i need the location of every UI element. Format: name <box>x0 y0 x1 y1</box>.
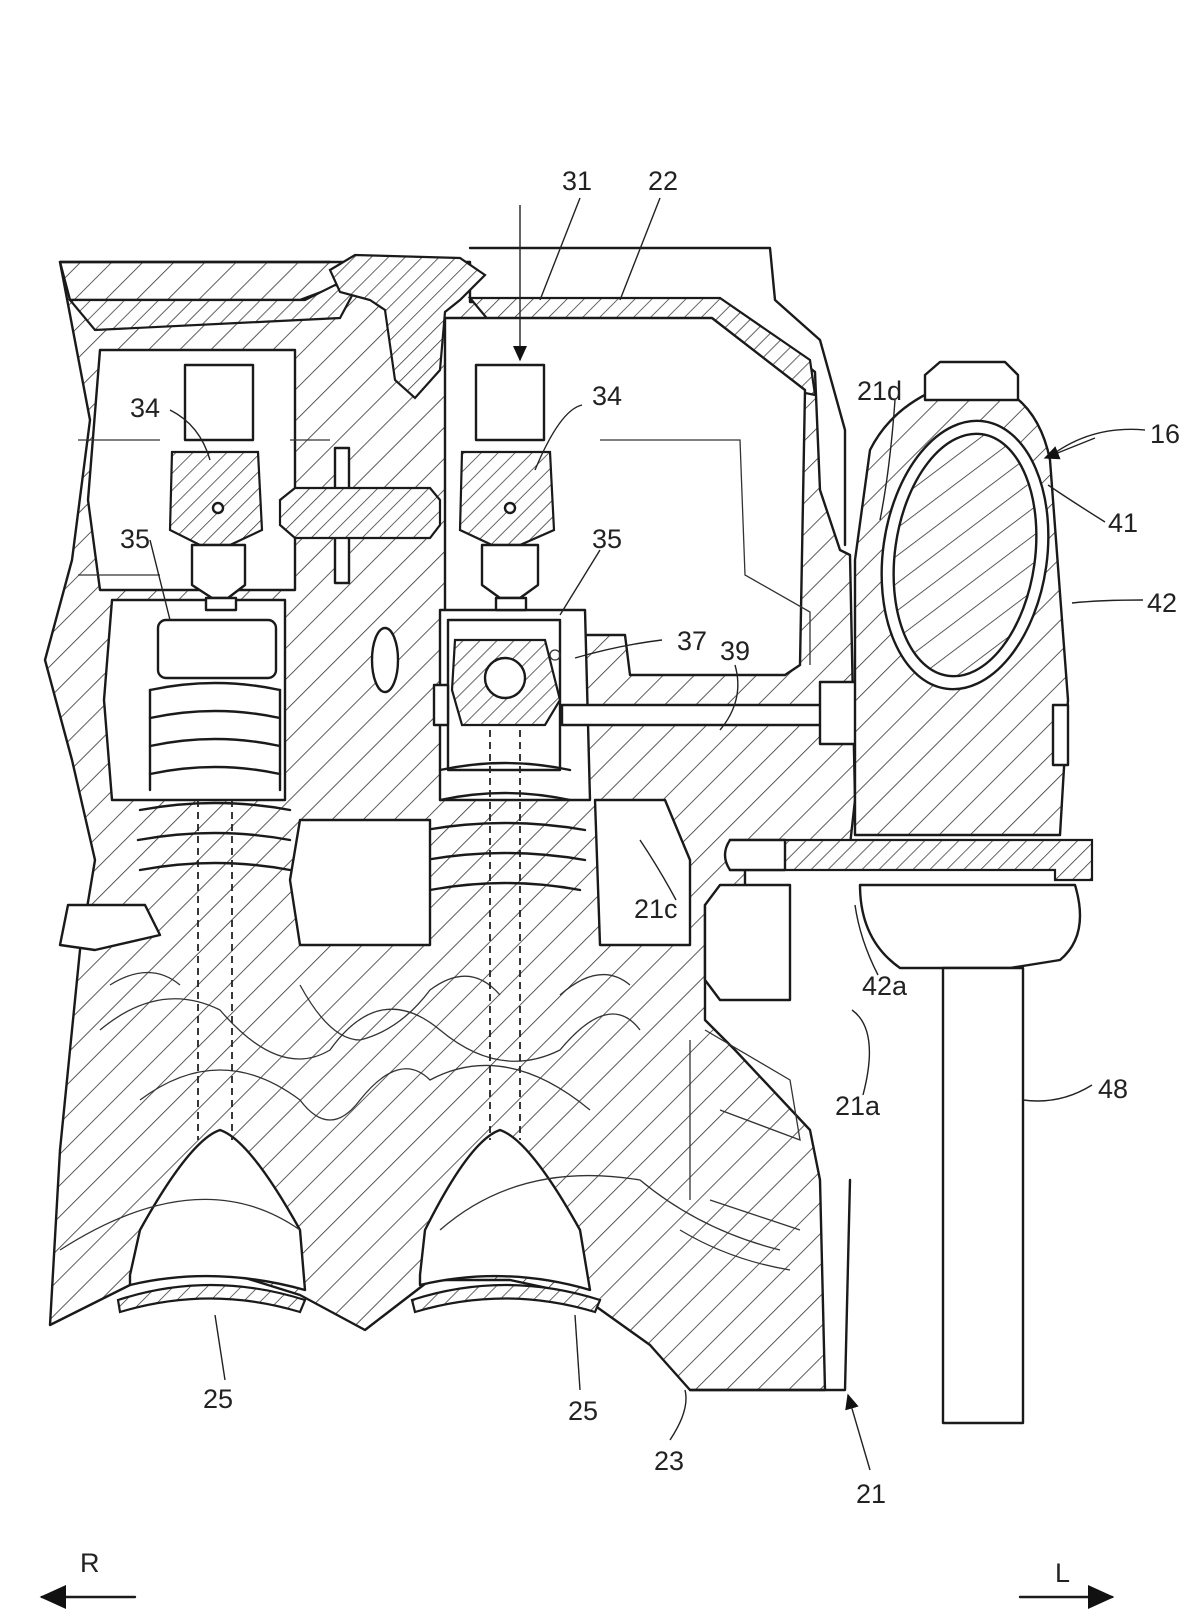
exhaust-passage <box>703 883 792 1002</box>
label-25-right: 25 <box>568 1396 598 1426</box>
combustion-chamber-left <box>128 1128 307 1292</box>
label-34-left: 34 <box>130 393 160 423</box>
rod-48 <box>941 966 1025 1425</box>
label-48: 48 <box>1098 1074 1128 1104</box>
label-35-left: 35 <box>120 524 150 554</box>
port-cavity-right <box>593 798 692 947</box>
valve-seat-left <box>116 1283 307 1314</box>
label-37: 37 <box>677 626 707 656</box>
arrow-16 <box>1043 437 1096 460</box>
oil-slot <box>370 626 400 694</box>
bolt-head <box>923 360 1020 402</box>
label-35-right: 35 <box>592 524 622 554</box>
pipe-16 <box>892 432 1038 678</box>
oil-passage <box>560 703 827 727</box>
bracket-lug <box>1051 703 1070 767</box>
label-21: 21 <box>856 1479 886 1509</box>
direction-label-r: R <box>80 1548 100 1578</box>
gasket-t-piece <box>328 253 487 400</box>
label-34-right: 34 <box>592 381 622 411</box>
mount-plate-left-end <box>723 838 787 872</box>
valve-seat-right <box>410 1283 602 1314</box>
valve-stem-left <box>197 800 233 1140</box>
label-21a: 21a <box>835 1091 881 1121</box>
inner-guide-contour <box>600 439 811 665</box>
label-42: 42 <box>1147 588 1177 618</box>
label-42a: 42a <box>862 971 908 1001</box>
exhaust-contour <box>679 1029 801 1271</box>
bottom-edge <box>688 1178 852 1392</box>
label-31: 31 <box>562 166 592 196</box>
label-16: 16 <box>1150 419 1180 449</box>
combustion-chamber-right <box>418 1128 592 1292</box>
gallery-left <box>58 903 162 952</box>
label-25-left: 25 <box>203 1384 233 1414</box>
upper-port-contour <box>109 972 691 1200</box>
label-41: 41 <box>1108 508 1138 538</box>
label-23: 23 <box>654 1446 684 1476</box>
rocker-shaft <box>278 446 442 585</box>
arrow-21 <box>845 1393 871 1471</box>
tappet-left <box>168 363 264 612</box>
port-contour <box>59 998 781 1251</box>
label-39: 39 <box>720 636 750 666</box>
leader-lines <box>149 197 1146 1441</box>
valve-spring-left <box>136 618 292 872</box>
label-21c: 21c <box>634 894 678 924</box>
valve-stem-right <box>489 730 521 1140</box>
valve-spring-right <box>423 618 587 892</box>
direction-label-l: L <box>1055 1558 1070 1588</box>
port-cavity-center <box>288 818 432 947</box>
lower-boss-42a <box>858 883 1082 970</box>
tappet-right <box>458 363 556 612</box>
left-chamber-contour <box>78 439 330 576</box>
label-22: 22 <box>648 166 678 196</box>
label-21d: 21d <box>857 376 902 406</box>
